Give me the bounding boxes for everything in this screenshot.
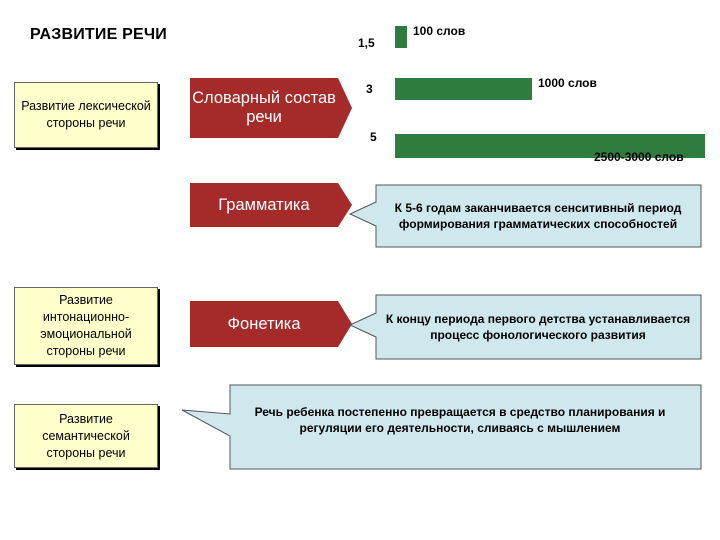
grammar-callout: К 5-6 годам заканчивается сенситивный пе… (348, 184, 702, 248)
semantic-development-box: Развитие семантической стороны речи (14, 404, 158, 468)
age-label: 1,5 (358, 36, 375, 50)
phonetics-label: Фонетика (227, 314, 301, 333)
word-count-label: 100 слов (413, 24, 466, 38)
semantic-callout: Речь ребенка постепенно превращается в с… (180, 384, 702, 470)
semantic-callout-shape (181, 384, 702, 470)
word-count-label: 1000 слов (538, 76, 597, 90)
lexical-development-label: Развитие лексической стороны речи (21, 99, 151, 130)
word-count-label: 2500-3000 слов (594, 150, 684, 164)
semantic-callout-text: Речь ребенка постепенно превращается в с… (254, 405, 666, 435)
grammar-shape-bg (190, 183, 352, 227)
vocabulary-bar (395, 78, 532, 100)
phonetics-callout-shape (348, 294, 702, 360)
grammar-callout-shape (348, 184, 702, 248)
grammar-label: Грамматика (218, 195, 310, 214)
grammar-callout-text: К 5-6 годам заканчивается сенситивный пе… (394, 201, 682, 231)
vocabulary-bar (395, 26, 407, 48)
vocabulary-shape: Словарный состав речи (190, 78, 352, 138)
page-title: РАЗВИТИЕ РЕЧИ (30, 26, 167, 43)
intonation-development-box: Развитие интонационно-эмоциональной стор… (14, 287, 158, 365)
semantic-development-label: Развитие семантической стороны речи (42, 411, 130, 460)
intonation-development-label: Развитие интонационно-эмоциональной стор… (40, 293, 132, 358)
age-label: 3 (366, 82, 373, 96)
phonetics-callout-text: К концу периода первого детства устанавл… (385, 312, 691, 342)
age-label: 5 (370, 130, 377, 144)
phonetics-callout: К концу периода первого детства устанавл… (348, 294, 702, 360)
vocabulary-bar (395, 134, 705, 158)
lexical-development-box: Развитие лексической стороны речи (14, 82, 158, 148)
vocabulary-shape-bg (190, 78, 352, 138)
phonetics-shape-bg (190, 301, 352, 347)
grammar-shape: Грамматика (190, 183, 352, 227)
vocabulary-label: Словарный состав речи (192, 89, 336, 126)
phonetics-shape: Фонетика (190, 301, 352, 347)
